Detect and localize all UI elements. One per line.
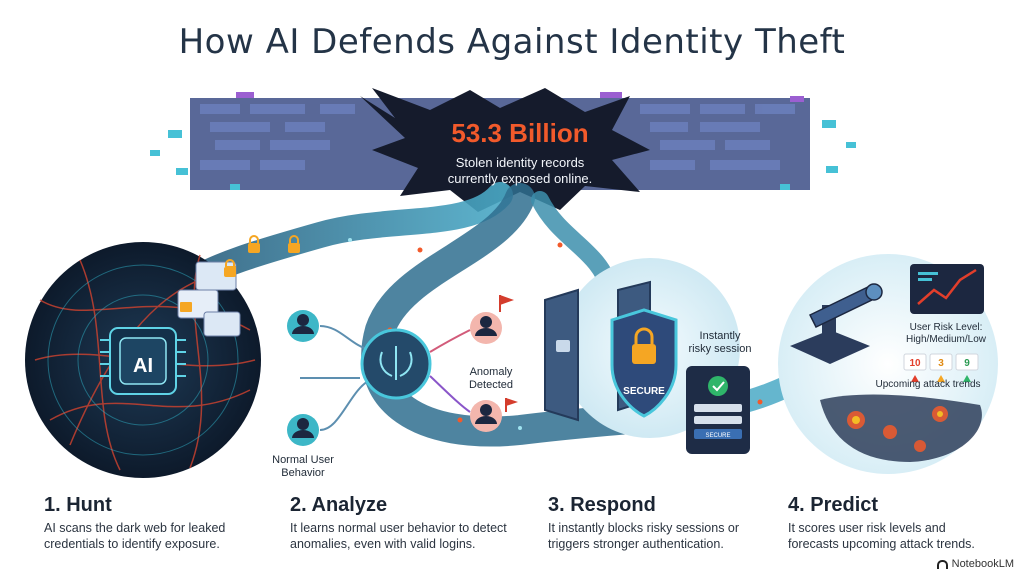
ai-chip-label: AI xyxy=(133,355,153,377)
risk-value-low: 9 xyxy=(964,358,970,369)
step-hunt-desc: AI scans the dark web for leaked credent… xyxy=(44,520,274,552)
step-respond-line-2: triggers stronger authentication. xyxy=(548,537,724,551)
analyze-visual xyxy=(287,295,518,446)
data-wall xyxy=(150,88,856,212)
shield-secure-label: SECURE xyxy=(623,386,665,397)
step-respond-desc: It instantly blocks risky sessions or tr… xyxy=(548,520,778,552)
risky-session-line-1: Instantly xyxy=(699,330,741,342)
normal-behavior-label: Normal User Behavior xyxy=(268,454,338,480)
step-predict-line-2: forecasts upcoming attack trends. xyxy=(788,537,975,551)
anomaly-line-2: Detected xyxy=(468,379,514,391)
step-analyze-desc: It learns normal user behavior to detect… xyxy=(290,520,540,552)
attack-trends-label: Upcoming attack trends xyxy=(875,379,981,390)
step-respond-line-1: It instantly blocks risky sessions or xyxy=(548,521,740,535)
step-hunt-line-1: AI scans the dark web for leaked xyxy=(44,521,226,535)
step-predict-line-1: It scores user risk levels and xyxy=(788,521,946,535)
anomaly-line-1: Anomaly xyxy=(469,366,513,378)
risk-value-high: 10 xyxy=(909,358,921,369)
risk-label-line-1: User Risk Level: xyxy=(909,322,983,333)
step-analyze-line-2: anomalies, even with valid logins. xyxy=(290,537,476,551)
padlock-icons xyxy=(224,235,300,277)
step-predict-desc: It scores user risk levels and forecasts… xyxy=(788,520,1018,552)
respond-visual xyxy=(544,258,750,454)
step-analyze-title: 2. Analyze xyxy=(290,494,388,516)
step-respond-title: 3. Respond xyxy=(548,494,656,516)
user-risk-level-label: User Risk Level: High/Medium/Low xyxy=(896,322,996,346)
notebooklm-logo-icon xyxy=(936,559,948,569)
stat-line-1: Stolen identity records xyxy=(455,155,585,170)
footer-brand: NotebookLM xyxy=(936,558,1014,570)
footer-brand-label: NotebookLM xyxy=(951,558,1014,570)
stat-line-2: currently exposed online. xyxy=(447,171,593,186)
anomaly-detected-label: Anomaly Detected xyxy=(456,366,526,392)
step-analyze-line-1: It learns normal user behavior to detect xyxy=(290,521,507,535)
risky-session-label: Instantly risky session xyxy=(678,330,762,356)
risk-label-line-2: High/Medium/Low xyxy=(905,334,987,345)
predict-visual xyxy=(778,254,998,474)
login-secure-button: SECURE xyxy=(705,433,730,439)
risk-value-medium: 3 xyxy=(938,358,944,369)
stat-caption: Stolen identity records currently expose… xyxy=(400,155,640,187)
stat-value: 53.3 Billion xyxy=(451,118,589,148)
page-title: How AI Defends Against Identity Theft xyxy=(178,22,846,62)
normal-behavior-line-2: Behavior xyxy=(281,467,325,479)
normal-behavior-line-1: Normal User xyxy=(272,454,334,466)
risky-session-line-2: risky session xyxy=(688,343,752,355)
step-predict-title: 4. Predict xyxy=(788,494,879,516)
step-hunt-title: 1. Hunt xyxy=(44,494,112,516)
step-hunt-line-2: credentials to identify exposure. xyxy=(44,537,220,551)
